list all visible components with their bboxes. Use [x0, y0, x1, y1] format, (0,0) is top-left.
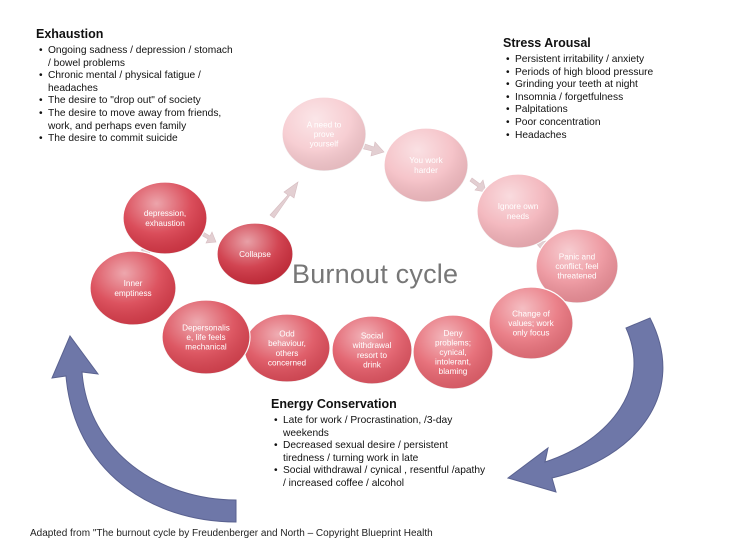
cycle-node-label: Deny [443, 329, 463, 338]
cycle-node-label: prove [314, 130, 335, 139]
cycle-node-label: withdrawal [352, 341, 392, 350]
list-item: Social withdrawal / cynical , resentful … [274, 465, 486, 490]
arrow-harder-to-ignore [469, 177, 487, 193]
cycle-node-label: resort to [357, 351, 387, 360]
energy-conservation-heading: Energy Conservation [271, 397, 397, 411]
cycle-node-label: exhaustion [145, 219, 185, 228]
cycle-node-label: A need to [307, 120, 342, 129]
cycle-node-label: Collapse [239, 250, 271, 259]
cycle-node-shine [332, 316, 412, 384]
cycle-node-shine [162, 300, 250, 374]
cycle-node-label: problems; [435, 338, 471, 347]
cycle-node-label: behaviour, [268, 339, 306, 348]
cycle-node-label: Ignore own [498, 202, 539, 211]
exhaustion-heading: Exhaustion [36, 27, 104, 41]
list-item: The desire to move away from friends, wo… [39, 108, 236, 133]
cycle-node-label: Inner [124, 279, 143, 288]
cycle-node-shine [536, 229, 618, 303]
stress-arousal-list: Persistent irritability / anxiety Period… [503, 54, 703, 142]
cycle-node-label: depression, [144, 209, 186, 218]
cycle-node-shine [384, 128, 468, 202]
cycle-node-label: Depersonalis [182, 323, 230, 332]
list-item: Late for work / Procrastination, /3-day … [274, 415, 486, 440]
cycle-node-label: yourself [310, 140, 339, 149]
big-arrow-left [51, 335, 237, 523]
cycle-node-label: intolerant, [435, 358, 471, 367]
cycle-node-label: values; work [508, 319, 554, 328]
diagram-title: Burnout cycle [292, 259, 459, 289]
list-item: Palpitations [506, 104, 703, 117]
list-item: Decreased sexual desire / persistent tir… [274, 440, 486, 465]
list-item: The desire to "drop out" of society [39, 95, 236, 108]
cycle-node-label: conflict, feel [555, 262, 598, 271]
list-item: Periods of high blood pressure [506, 67, 703, 80]
credit-line: Adapted from "The burnout cycle by Freud… [30, 528, 433, 539]
list-item: Ongoing sadness / depression / stomach /… [39, 45, 236, 70]
list-item: Headaches [506, 130, 703, 143]
cycle-node-label: harder [414, 166, 438, 175]
cycle-node-label: only focus [513, 329, 550, 338]
energy-conservation-section: Energy Conservation Late for work / Proc… [271, 397, 486, 491]
cycle-node-label: needs [507, 212, 529, 221]
exhaustion-list: Ongoing sadness / depression / stomach /… [36, 45, 236, 146]
cycle-node-label: cynical, [439, 348, 466, 357]
cycle-node-label: Odd [279, 330, 295, 339]
cycle-node-shine [123, 182, 207, 254]
cycle-node-shine [489, 287, 573, 359]
list-item: Grinding your teeth at night [506, 79, 703, 92]
cycle-node-label: concerned [268, 358, 307, 367]
cycle-node-label: emptiness [114, 289, 151, 298]
cycle-node: depression,exhaustion [122, 181, 208, 255]
exhaustion-section: Exhaustion Ongoing sadness / depression … [36, 27, 236, 146]
list-item: Chronic mental / physical fatigue / head… [39, 70, 236, 95]
stress-arousal-heading: Stress Arousal [503, 36, 591, 50]
cycle-node-label: Change of [512, 309, 551, 318]
arrow-collapse-to-prove [269, 181, 299, 219]
cycle-node-shine [217, 223, 293, 285]
list-item: Poor concentration [506, 117, 703, 130]
cycle-node-label: e, life feels [186, 333, 225, 342]
list-item: The desire to commit suicide [39, 133, 236, 146]
cycle-node-label: mechanical [185, 343, 227, 352]
cycle-node-shine [477, 174, 559, 248]
cycle-node-shine [413, 315, 493, 389]
cycle-node-label: You work [409, 156, 443, 165]
cycle-node: Collapse [216, 222, 294, 286]
cycle-node-label: Social [361, 332, 383, 341]
connector-arrows [137, 141, 547, 261]
cycle-node-label: drink [363, 360, 382, 369]
list-item: Insomnia / forgetfulness [506, 92, 703, 105]
big-arrow-right [506, 317, 664, 493]
list-item: Persistent irritability / anxiety [506, 54, 703, 67]
energy-conservation-list: Late for work / Procrastination, /3-day … [271, 415, 486, 491]
stress-arousal-section: Stress Arousal Persistent irritability /… [503, 36, 703, 142]
cycle-node-shine [282, 97, 366, 171]
cycle-node-shine [244, 314, 330, 382]
cycle-node-label: Panic and [559, 252, 596, 261]
cycle-node-label: blaming [439, 367, 468, 376]
cycle-node-shine [90, 251, 176, 325]
cycle-node-label: threatened [557, 272, 597, 281]
cycle-node-label: others [276, 349, 299, 358]
